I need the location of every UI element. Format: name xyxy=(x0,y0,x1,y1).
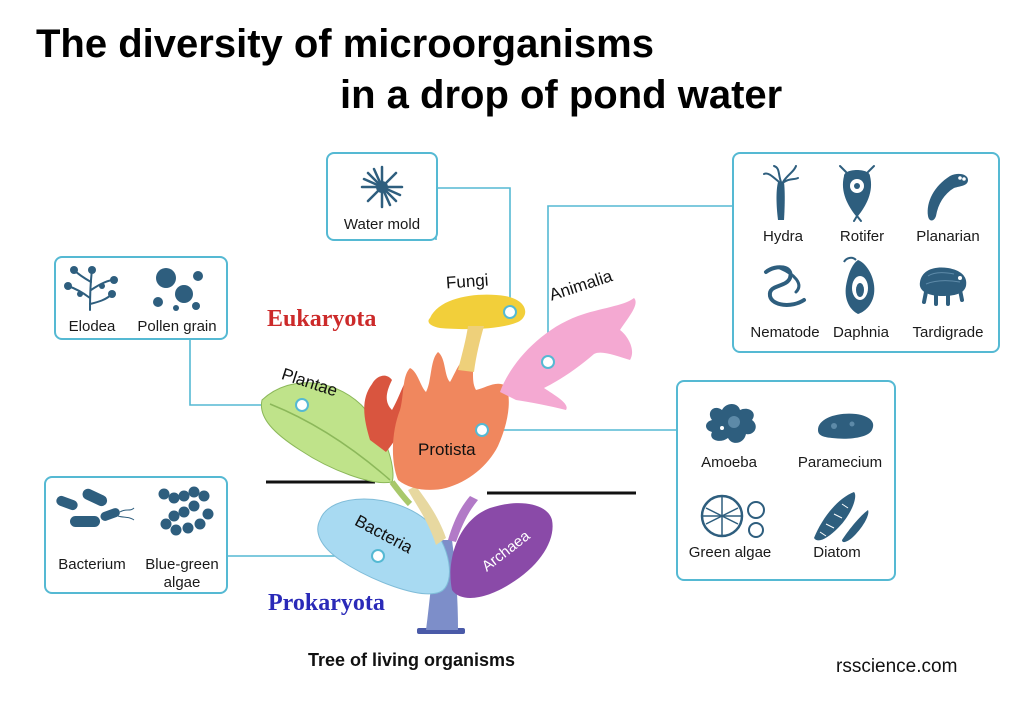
diatom-icon xyxy=(814,492,869,543)
website-label: rsscience.com xyxy=(836,656,958,677)
title-line-1: The diversity of microorganisms xyxy=(36,22,654,66)
protista-group-box: Amoeba Paramecium Green algae Diatom xyxy=(676,380,896,581)
elodea-label: Elodea xyxy=(68,318,116,335)
planarian-label: Planarian xyxy=(916,228,980,245)
pollen-grain-label: Pollen grain xyxy=(137,318,217,335)
dot-bacteria xyxy=(371,549,385,563)
water-mold-label: Water mold xyxy=(343,216,421,233)
fungi-stem xyxy=(458,326,484,372)
protista-body xyxy=(392,352,509,490)
nematode-icon xyxy=(764,265,806,307)
green-algae-icon xyxy=(700,494,765,538)
blue-green-label: Blue-green xyxy=(145,556,219,573)
animalia-group-box: Hydra Rotifer Planarian Nematode Daphnia… xyxy=(732,152,1000,353)
bacterium-label: Bacterium xyxy=(58,556,126,573)
bacteria-leaf xyxy=(317,498,450,595)
water-mold-icon xyxy=(360,165,404,209)
stem-bacteria xyxy=(408,486,446,545)
connection-dots xyxy=(295,305,555,563)
hydra-icon xyxy=(763,165,799,220)
dot-plantae xyxy=(295,398,309,412)
bacterium-icon xyxy=(56,488,135,527)
rotifer-label: Rotifer xyxy=(839,228,885,245)
title-line-2: in a drop of pond water xyxy=(340,73,783,117)
green-algae-label: Green algae xyxy=(688,544,772,561)
algae-label: algae xyxy=(163,574,201,591)
connector-animalia xyxy=(547,205,732,362)
animalia-body xyxy=(500,298,636,410)
elodea-icon xyxy=(64,266,118,311)
paramecium-label: Paramecium xyxy=(797,454,883,471)
rotifer-icon xyxy=(839,165,875,222)
fungi-group-box: Water mold xyxy=(326,152,438,241)
amoeba-icon xyxy=(706,404,756,443)
fungi-branch-label: Fungi xyxy=(445,270,490,293)
prokaryota-label: Prokaryota xyxy=(268,590,385,616)
daphnia-icon xyxy=(843,256,875,314)
paramecium-icon xyxy=(818,413,874,439)
eukaryota-label: Eukaryota xyxy=(267,306,377,332)
bacteria-group-box: Bacterium Blue-green algae xyxy=(44,476,228,594)
nematode-label: Nematode xyxy=(750,324,820,341)
plantae-group-box: Elodea Pollen grain xyxy=(54,256,228,340)
protista-branch-label: Protista xyxy=(418,440,476,459)
diatom-label: Diatom xyxy=(813,544,861,561)
planarian-icon xyxy=(927,173,968,221)
pollen-grain-icon xyxy=(153,268,203,311)
daphnia-label: Daphnia xyxy=(833,324,889,341)
dot-animalia xyxy=(541,355,555,369)
fungi-cap xyxy=(428,294,526,330)
stem-archaea xyxy=(448,496,478,542)
dot-protista xyxy=(475,423,489,437)
archaea-leaf xyxy=(450,503,553,598)
tardigrade-icon xyxy=(919,267,967,306)
dot-fungi xyxy=(503,305,517,319)
tardigrade-label: Tardigrade xyxy=(912,324,984,341)
tree-caption: Tree of living organisms xyxy=(308,650,516,670)
amoeba-label: Amoeba xyxy=(701,454,757,471)
blue-green-algae-icon xyxy=(158,486,214,536)
hydra-label: Hydra xyxy=(762,228,803,245)
